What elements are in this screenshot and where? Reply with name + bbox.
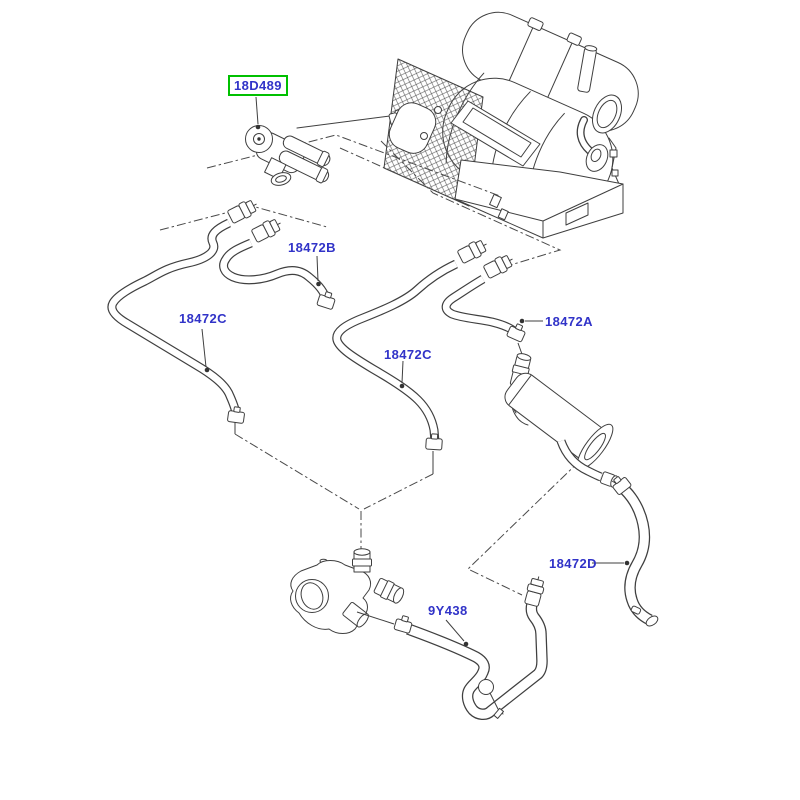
hvac-heater-unit-drawing — [296, 11, 639, 239]
hose-9y438-drawing — [393, 574, 548, 720]
part-label-18472c-left[interactable]: 18472C — [179, 311, 227, 326]
part-label-18472d[interactable]: 18472D — [549, 556, 597, 571]
hose-18472d-drawing — [609, 472, 659, 627]
part-label-18472b[interactable]: 18472B — [288, 240, 336, 255]
hose-18472c-middle-drawing — [332, 236, 491, 451]
valve-18d489-drawing — [245, 125, 331, 186]
hose-18472b-drawing — [219, 215, 338, 311]
part-label-18472c-middle[interactable]: 18472C — [384, 347, 432, 362]
part-label-18472a[interactable]: 18472A — [545, 314, 593, 329]
hose-18472a-drawing — [441, 251, 528, 343]
part-label-18d489[interactable]: 18D489 — [228, 75, 288, 96]
hose-18472c-left-drawing — [107, 196, 261, 425]
leader-lines — [201, 96, 630, 647]
part-label-9y438[interactable]: 9Y438 — [428, 603, 468, 618]
egr-cooler-drawing — [504, 353, 619, 488]
thermostat-housing-drawing — [290, 548, 405, 634]
